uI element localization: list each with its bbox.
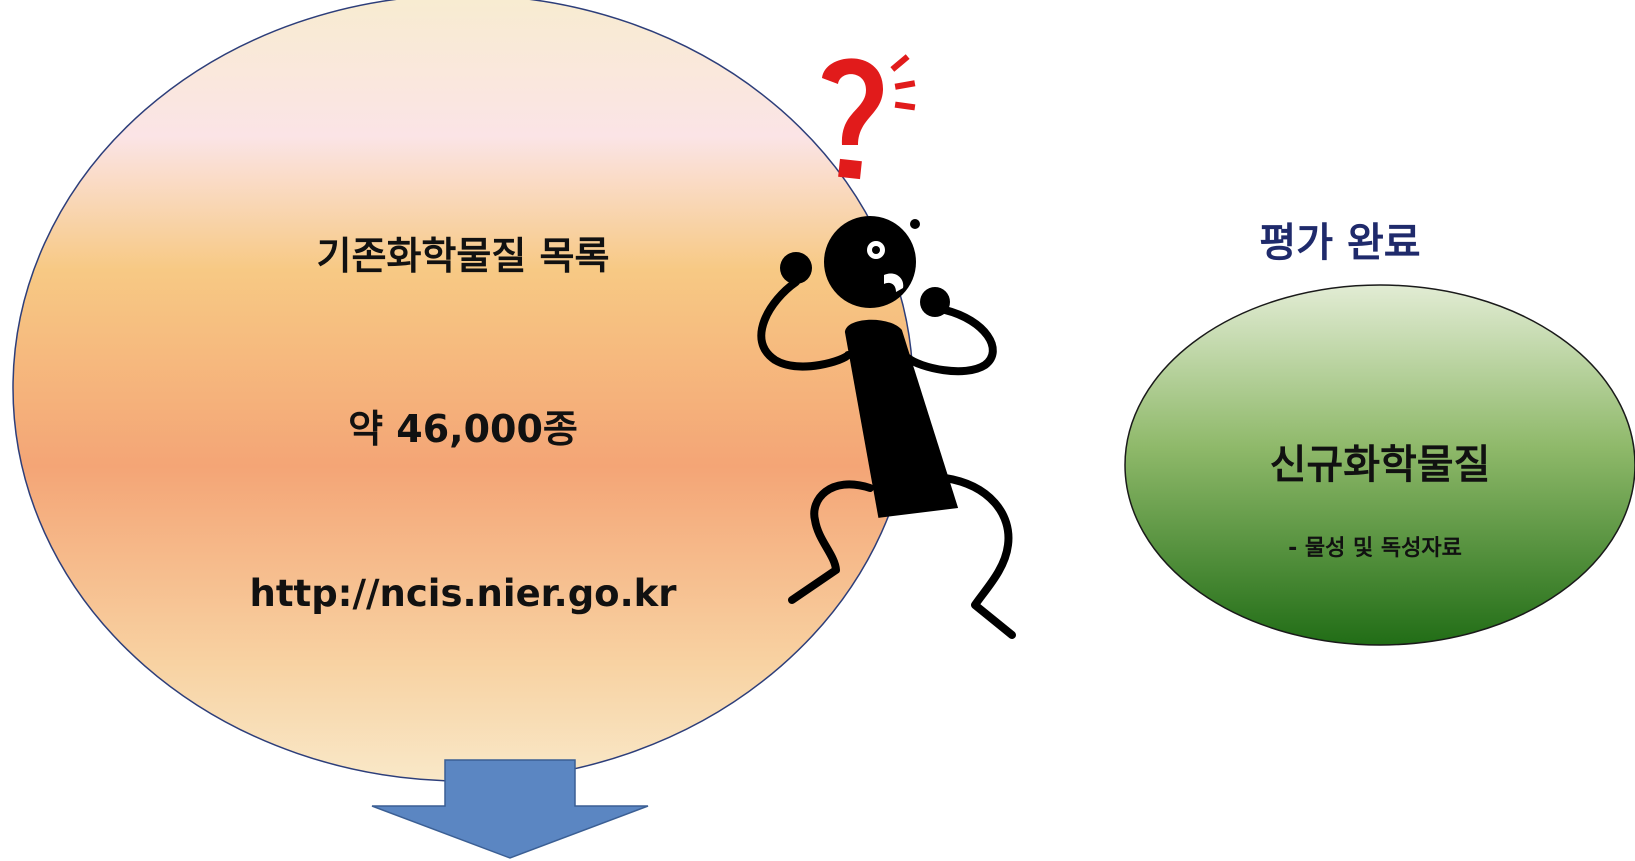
existing-chemicals-url: http://ncis.nier.go.kr bbox=[249, 572, 677, 615]
confused-person-icon bbox=[757, 54, 1016, 639]
new-chemicals-title: 신규화학물질 bbox=[1269, 442, 1491, 488]
existing-chemicals-title: 기존화학물질 목록 bbox=[316, 234, 610, 278]
evaluation-complete-heading: 평가 완료 bbox=[1259, 220, 1421, 266]
question-mark-icon bbox=[822, 54, 916, 180]
down-arrow-icon bbox=[371, 759, 649, 859]
new-chemicals-circle bbox=[1124, 284, 1635, 646]
existing-chemicals-circle bbox=[12, 0, 914, 782]
new-chemicals-subtitle: - 물성 및 독성자료 bbox=[1288, 536, 1462, 561]
existing-chemicals-count: 약 46,000종 bbox=[348, 407, 578, 451]
